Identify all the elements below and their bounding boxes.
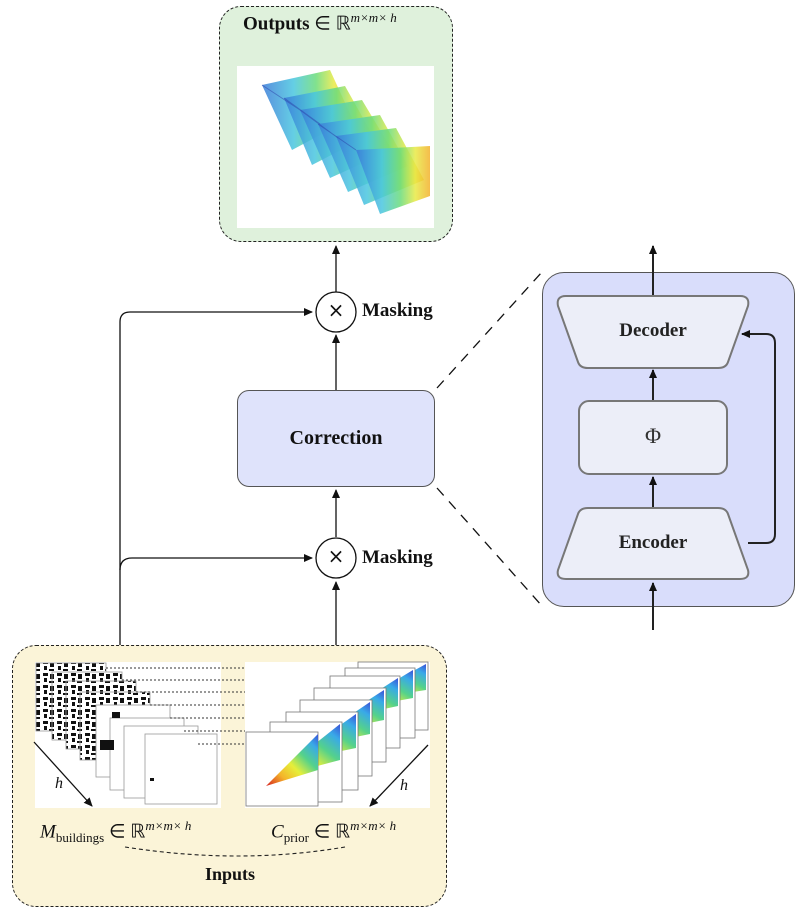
phi-label: Φ [644, 423, 662, 448]
skip-connection-arrow [741, 330, 776, 544]
h-label-left: h [55, 775, 63, 792]
prior-stack [245, 661, 430, 808]
masking-top-label: Masking [362, 300, 433, 321]
masking-bottom-symbol: × [327, 544, 345, 568]
arrow-buildings-to-top-masking [119, 308, 313, 645]
zoom-line-top [436, 271, 543, 389]
masking-top-symbol: × [327, 298, 345, 322]
inputs-label: Inputs [204, 864, 256, 884]
outputs-label: Outputs ∈ ℝm×m× h [243, 10, 397, 35]
decoder-label: Decoder [619, 320, 687, 341]
buildings-label: Mbuildings ∈ ℝm×m× h [40, 818, 192, 846]
correction-label: Correction [289, 427, 383, 449]
phi-block [578, 400, 728, 475]
masking-top-node [315, 291, 357, 333]
buildings-stack [35, 662, 221, 808]
inputs-bracket [124, 846, 346, 857]
masking-bottom-label: Masking [362, 547, 433, 568]
h-label-right: h [400, 777, 408, 794]
arrow-buildings-to-bottom-masking [119, 554, 313, 571]
outputs-image [237, 66, 434, 228]
masking-bottom-node [315, 537, 357, 579]
h-arrow-right [369, 744, 429, 807]
prior-label: Cprior ∈ ℝm×m× h [271, 818, 397, 846]
encoder-label: Encoder [618, 532, 688, 553]
correction-box: Correction [237, 390, 435, 487]
encoder-block [556, 507, 750, 580]
decoder-block [556, 295, 750, 369]
h-arrow-left [33, 741, 93, 807]
zoom-line-bottom [436, 487, 543, 607]
